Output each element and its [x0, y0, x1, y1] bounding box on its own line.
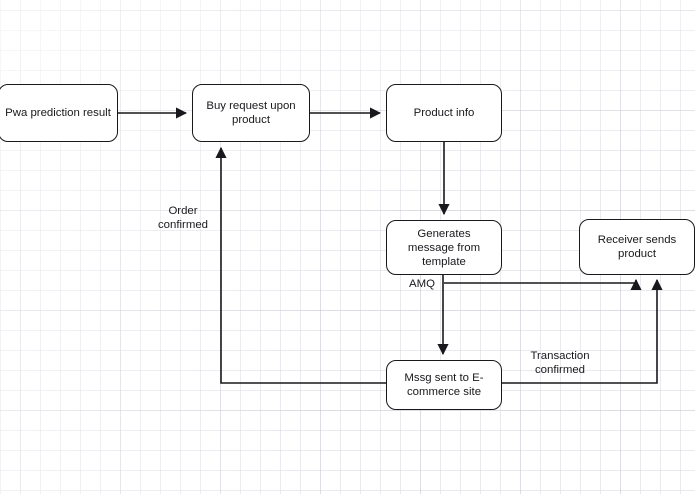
node-receiver-sends-product[interactable]: Receiver sends product	[579, 219, 695, 275]
node-label: Buy request upon product	[206, 100, 296, 126]
node-label: Pwa prediction result	[5, 107, 111, 119]
node-pwa-prediction-result[interactable]: Pwa prediction result	[0, 84, 118, 142]
node-product-info[interactable]: Product info	[386, 84, 502, 142]
node-label: Mssg sent to E-commerce site	[404, 372, 484, 398]
edge-label-order-confirmed: Order confirmed	[157, 205, 208, 231]
node-buy-request-upon-product[interactable]: Buy request upon product	[192, 84, 310, 142]
node-label: Product info	[413, 107, 475, 119]
edge-amq-to-receiver	[444, 278, 642, 291]
edge-label-transaction-confirmed: Transaction confirmed	[530, 350, 590, 376]
node-generates-message-from-template[interactable]: Generates message from template	[386, 220, 502, 275]
edge-label-amq: AMQ	[409, 278, 435, 290]
node-mssg-sent-to-ecommerce-site[interactable]: Mssg sent to E-commerce site	[386, 360, 502, 410]
edge-order-confirmed	[215, 146, 386, 384]
node-label: Generates message from template	[407, 227, 481, 268]
node-label: Receiver sends product	[597, 234, 677, 260]
